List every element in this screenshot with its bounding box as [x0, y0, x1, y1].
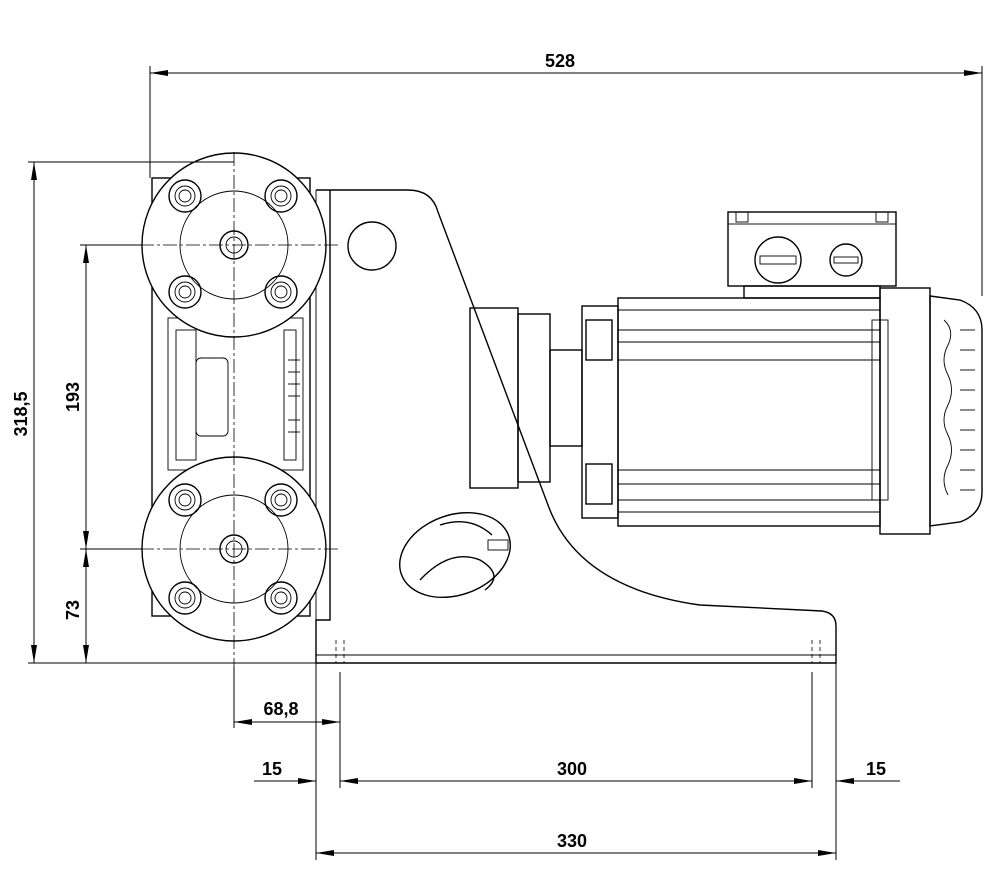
terminal-box	[727, 211, 897, 299]
center-lines	[140, 152, 340, 666]
pump-housing	[315, 189, 837, 664]
dim-port-offset: 68,8	[263, 699, 298, 719]
logo-mark	[399, 511, 511, 599]
bolt	[264, 275, 298, 309]
dimension-lines	[28, 66, 983, 860]
bolt	[264, 581, 298, 615]
bolt	[168, 179, 202, 213]
bracket-hole	[347, 221, 397, 271]
gearbox	[469, 307, 583, 489]
dim-lower-port-height: 73	[63, 600, 83, 620]
dim-overall-height: 318,5	[11, 391, 31, 436]
bolt	[168, 275, 202, 309]
bolt	[168, 581, 202, 615]
cable-gland	[754, 236, 802, 284]
dim-port-spacing: 193	[63, 382, 83, 412]
bolt	[264, 179, 298, 213]
bolt	[168, 483, 202, 517]
cable-gland	[829, 243, 863, 277]
dim-overall-length: 528	[545, 51, 575, 71]
motor	[581, 287, 983, 535]
dim-foot-hole-spacing: 300	[557, 759, 587, 779]
bolt	[264, 483, 298, 517]
dim-foot-edge-right: 15	[866, 759, 886, 779]
dim-foot-edge-left: 15	[262, 759, 282, 779]
dim-foot-length: 330	[557, 831, 587, 851]
